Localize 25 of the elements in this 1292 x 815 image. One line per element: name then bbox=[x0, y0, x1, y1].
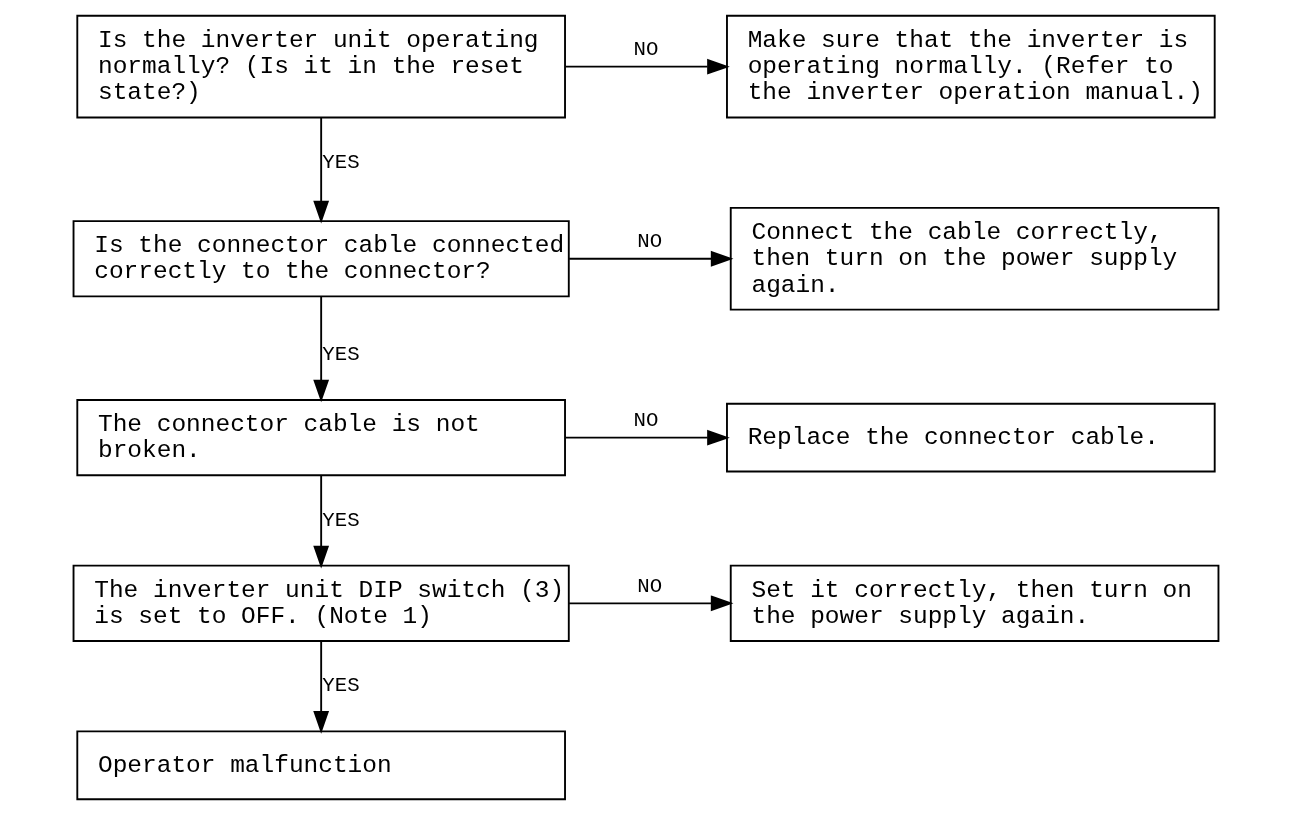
arrow bbox=[568, 250, 734, 267]
arrow bbox=[568, 595, 734, 612]
node-box: The connector cable is not broken. bbox=[76, 399, 566, 477]
node-box: Set it correctly, then turn on the power supply again. bbox=[729, 564, 1220, 642]
node-box: Connect the cable correctly, then turn on the power supply again. bbox=[729, 206, 1220, 311]
arrow bbox=[313, 116, 330, 224]
arrow bbox=[564, 429, 730, 446]
arrow bbox=[313, 640, 330, 734]
edge-label: NO bbox=[637, 230, 663, 254]
node-box: Replace the connector cable. bbox=[726, 402, 1216, 473]
node-box: The inverter unit DIP switch (3) is set to OFF. (Note 1) bbox=[72, 564, 570, 642]
node-box: Operator malfunction bbox=[76, 730, 566, 801]
edge-label: YES bbox=[322, 508, 360, 532]
node-box: Is the inverter unit operating normally? (Is it in the reset state?) bbox=[76, 14, 566, 119]
node-box: Is the connector cable connected correctly to the connector? bbox=[72, 220, 570, 298]
arrow bbox=[313, 295, 330, 403]
edge-label: NO bbox=[637, 574, 663, 598]
node-box: Make sure that the inverter is operating normally. (Refer to the inverter operation manual.) bbox=[726, 14, 1216, 119]
arrow bbox=[564, 58, 730, 75]
edge-label: YES bbox=[322, 343, 360, 367]
edge-label: NO bbox=[633, 408, 659, 432]
edge-label: YES bbox=[322, 150, 360, 174]
edge-label: YES bbox=[322, 674, 360, 698]
arrow bbox=[313, 474, 330, 569]
edge-label: NO bbox=[633, 37, 659, 61]
